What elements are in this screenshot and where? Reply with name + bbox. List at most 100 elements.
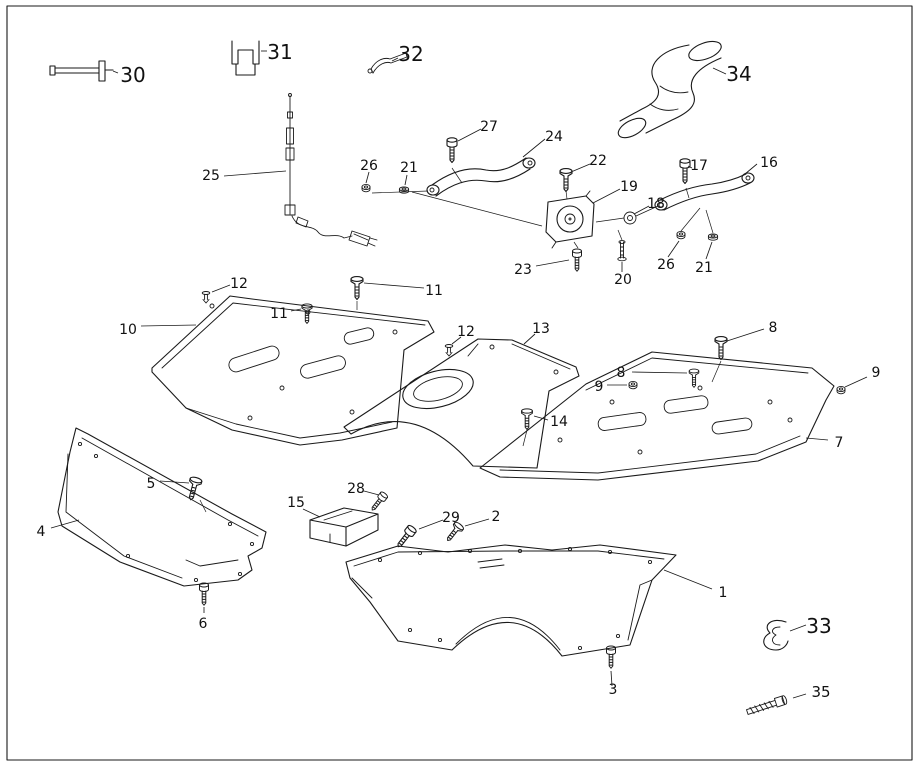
leader-33 xyxy=(789,624,807,632)
part-8-screw-b xyxy=(688,368,700,388)
part-14-screw xyxy=(521,408,533,430)
leader-10 xyxy=(140,324,197,327)
callout-6: 6 xyxy=(199,616,208,632)
part-33-clip xyxy=(763,619,789,651)
callout-10: 10 xyxy=(119,322,137,338)
part-18-grommet xyxy=(623,211,637,225)
part-27-bolt xyxy=(446,137,458,164)
leader-7 xyxy=(805,437,829,441)
callout-1: 1 xyxy=(719,585,728,601)
callout-22: 22 xyxy=(589,153,607,169)
part-32-hook xyxy=(367,52,408,74)
part-6-bolt xyxy=(199,582,209,606)
leader-12a xyxy=(211,284,231,293)
leader-3 xyxy=(610,670,613,687)
leader-4 xyxy=(50,519,80,529)
part-30-rod xyxy=(49,60,114,82)
part-7-skid-plate xyxy=(479,351,835,481)
callout-17: 17 xyxy=(690,158,708,174)
leader-5 xyxy=(159,480,190,484)
callout-28: 28 xyxy=(347,481,365,497)
callout-12a: 12 xyxy=(230,276,248,292)
callout-26a: 26 xyxy=(360,158,378,174)
part-23-bolt xyxy=(572,248,582,272)
part-26-nut-left xyxy=(361,183,371,193)
leader-14 xyxy=(533,415,549,421)
leader-24 xyxy=(522,138,546,158)
part-31-clip xyxy=(231,40,260,76)
part-14-centerline xyxy=(522,429,528,447)
callout-11a: 11 xyxy=(425,283,443,299)
part-10-skid-plate xyxy=(151,295,435,446)
part-21-washer-right xyxy=(707,233,719,241)
page-border xyxy=(6,5,913,761)
part-5-centerline xyxy=(199,499,207,513)
leader-29 xyxy=(418,519,444,530)
callout-5: 5 xyxy=(147,476,156,492)
part-4-deflector-panel xyxy=(57,427,267,587)
part-15-bracket xyxy=(309,507,379,547)
callout-30: 30 xyxy=(120,63,145,87)
leader-1 xyxy=(663,569,713,590)
callout-24: 24 xyxy=(545,129,563,145)
part-35-screw xyxy=(746,695,788,715)
callout-4: 4 xyxy=(37,524,46,540)
part-17-bolt xyxy=(679,158,691,185)
part-25-antenna xyxy=(284,93,378,247)
part-12-rivet-b xyxy=(444,344,454,357)
part-13-tunnel-cover xyxy=(343,338,580,469)
callout-21a: 21 xyxy=(400,160,418,176)
callout-2: 2 xyxy=(492,509,501,525)
callout-12b: 12 xyxy=(457,324,475,340)
part-24-hanger-strap xyxy=(426,157,536,197)
leader-30 xyxy=(112,70,119,74)
callout-15: 15 xyxy=(287,495,305,511)
part-22-screw xyxy=(559,168,573,193)
callout-14: 14 xyxy=(550,414,568,430)
leader-26b xyxy=(667,240,680,258)
callout-13: 13 xyxy=(532,321,550,337)
leader-23 xyxy=(535,259,570,267)
part-20-stud xyxy=(617,240,627,262)
callout-9b: 9 xyxy=(872,365,881,381)
leader-34 xyxy=(712,67,727,75)
leader-15 xyxy=(302,508,321,518)
leader-21a xyxy=(404,174,408,186)
callout-26b: 26 xyxy=(657,257,675,273)
leader-22 xyxy=(570,163,591,173)
callout-21b: 21 xyxy=(695,260,713,276)
callout-23: 23 xyxy=(514,262,532,278)
part-1-under-cover xyxy=(345,544,677,657)
callout-3: 3 xyxy=(609,682,618,698)
leader-16 xyxy=(744,163,758,175)
part-8a-centerline xyxy=(711,360,722,383)
callout-27: 27 xyxy=(480,119,498,135)
part-11-screw-a xyxy=(350,276,364,301)
part-12-rivet-a xyxy=(201,291,211,304)
part-16-hanger-strap xyxy=(654,172,755,211)
leader-8b xyxy=(631,371,688,374)
part-34-duct xyxy=(617,40,722,139)
callout-11b: 11 xyxy=(270,306,288,322)
leader-13 xyxy=(523,333,536,345)
callout-31: 31 xyxy=(267,40,292,64)
callout-8b: 8 xyxy=(617,365,626,381)
leader-21b xyxy=(705,241,713,260)
leader-11b xyxy=(290,308,302,312)
callout-20: 20 xyxy=(614,272,632,288)
leader-11a xyxy=(363,282,425,289)
part-19-bracket xyxy=(545,190,595,249)
leader-12b xyxy=(451,336,462,345)
leader-9b xyxy=(844,376,868,388)
callout-33: 33 xyxy=(806,614,831,638)
callout-9a: 9 xyxy=(595,379,604,395)
part-9-nut-a xyxy=(628,380,638,390)
leader-26a xyxy=(365,171,370,184)
callout-19: 19 xyxy=(620,179,638,195)
callout-35: 35 xyxy=(811,683,830,701)
leader-18 xyxy=(633,205,650,215)
callout-32: 32 xyxy=(398,42,423,66)
part-28-bolt xyxy=(368,490,389,514)
